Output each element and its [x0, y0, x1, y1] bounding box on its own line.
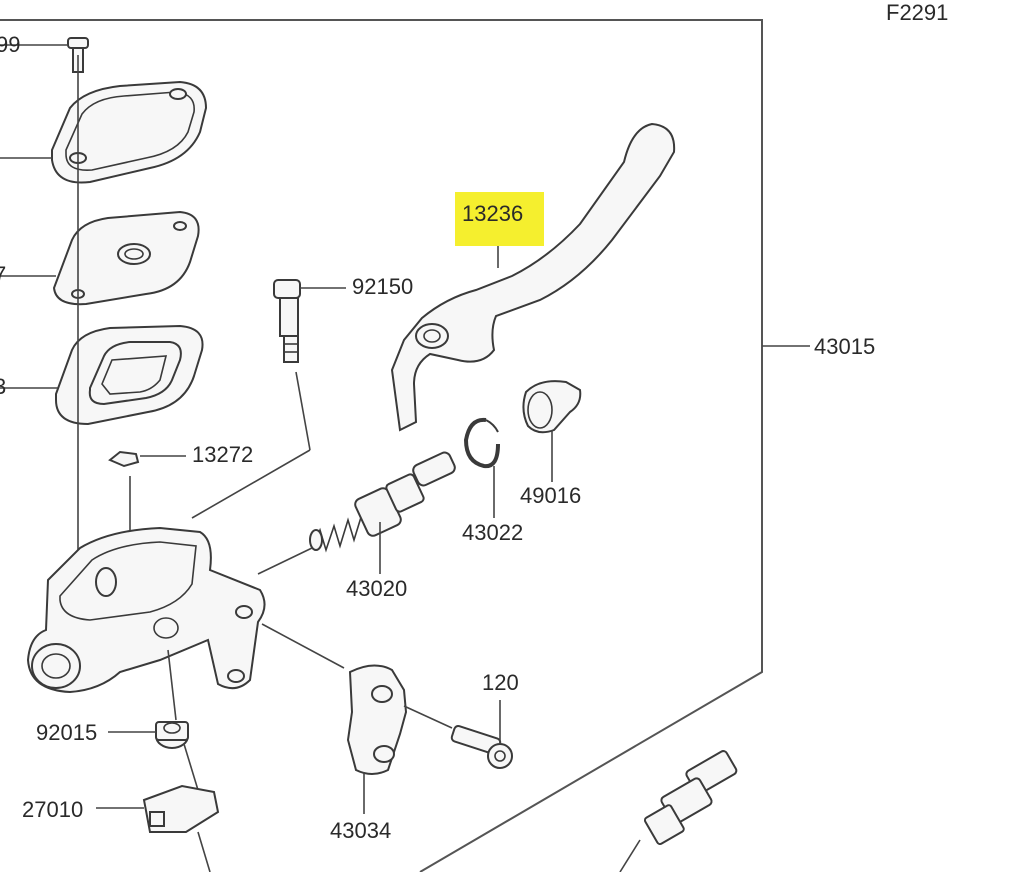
leader-body-clamp	[261, 623, 345, 669]
master-cylinder-body	[26, 526, 266, 694]
brake-lever-13236	[390, 122, 676, 432]
label-43022: 43022	[462, 520, 523, 545]
pivot-bolt-92150	[273, 279, 346, 363]
label-13272: 13272	[192, 442, 253, 467]
diaphragm	[0, 324, 204, 426]
label-49016: 49016	[520, 483, 581, 508]
boot-49016	[522, 380, 582, 482]
bolt-120	[450, 700, 513, 769]
switch-27010	[96, 743, 220, 872]
circlip-43022	[463, 417, 500, 518]
banjo-fitting	[619, 750, 738, 872]
label-13236: 13236	[462, 201, 523, 226]
label-92150: 92150	[352, 274, 413, 299]
label-27010: 27010	[22, 797, 83, 822]
highlight-13236	[455, 192, 544, 246]
nut-92015	[108, 649, 189, 749]
reservoir-plate	[0, 210, 200, 306]
leader-body-piston	[257, 547, 313, 575]
label-43015: 43015	[814, 334, 875, 359]
leader-92150-to-body	[295, 371, 311, 451]
figure-code: F2291	[886, 0, 948, 25]
label-43020: 43020	[346, 576, 407, 601]
clamp-43034	[346, 664, 453, 814]
label-7: 7	[0, 262, 6, 287]
piston-assembly-43020	[309, 451, 456, 574]
label-99: 99	[0, 32, 20, 57]
label-120: 120	[482, 670, 519, 695]
label-3: 3	[0, 374, 6, 399]
label-43034: 43034	[330, 818, 391, 843]
reservoir-cap	[0, 80, 208, 184]
label-92015: 92015	[36, 720, 97, 745]
leader-body-diag	[191, 449, 311, 519]
